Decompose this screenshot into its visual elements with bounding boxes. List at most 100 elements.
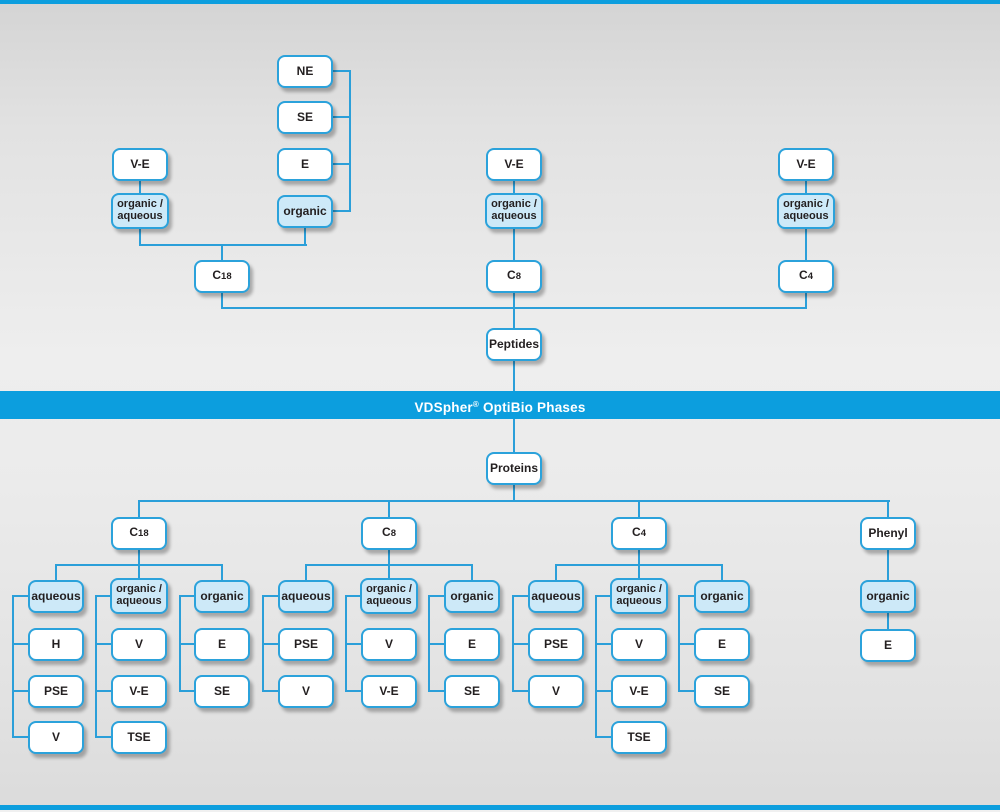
connector-line bbox=[95, 595, 112, 597]
node-v-aq-c8: V bbox=[278, 674, 334, 708]
banner-brand: VDSpher bbox=[414, 400, 473, 415]
node-org-phenyl: organic bbox=[860, 579, 916, 613]
connector-line bbox=[221, 307, 807, 309]
connector-line bbox=[95, 736, 112, 738]
connector-line bbox=[305, 564, 307, 581]
connector-line bbox=[12, 595, 14, 738]
connector-line bbox=[428, 690, 445, 692]
node-orgaq-c18: organic /aqueous bbox=[110, 578, 168, 614]
node-pse-aq-c8: PSE bbox=[278, 627, 334, 661]
connector-line bbox=[345, 690, 362, 692]
connector-line bbox=[513, 229, 515, 260]
node-orgaq-top-c4: organic /aqueous bbox=[777, 193, 835, 229]
connector-line bbox=[12, 690, 29, 692]
node-e-org-c18: E bbox=[194, 627, 250, 661]
connector-line bbox=[555, 564, 557, 581]
connector-line bbox=[95, 690, 112, 692]
node-h-aq-c18: H bbox=[28, 627, 84, 661]
banner-title-rest: OptiBio Phases bbox=[479, 400, 586, 415]
connector-line bbox=[349, 70, 351, 212]
node-ve-orgaq-c4: V-E bbox=[611, 674, 667, 708]
connector-line bbox=[887, 549, 889, 580]
node-c18: C18 bbox=[111, 516, 167, 550]
connector-line bbox=[388, 500, 390, 518]
connector-line bbox=[513, 180, 515, 194]
connector-line bbox=[333, 116, 350, 118]
node-organic-top: organic bbox=[277, 194, 333, 228]
node-se: SE bbox=[277, 100, 333, 134]
node-ve-top-c18: V-E bbox=[112, 147, 168, 181]
connector-line bbox=[221, 244, 223, 261]
connector-line bbox=[179, 643, 195, 645]
banner-optibio-phases: VDSpher® OptiBio Phases bbox=[0, 391, 1000, 419]
bottom-accent-bar bbox=[0, 805, 1000, 810]
connector-line bbox=[262, 690, 279, 692]
connector-line bbox=[305, 564, 473, 566]
node-c4: C4 bbox=[611, 516, 667, 550]
node-aq-c4: aqueous bbox=[528, 579, 584, 613]
connector-line bbox=[595, 595, 612, 597]
node-v-orgaq-c18: V bbox=[111, 627, 167, 661]
node-se-org-c4: SE bbox=[694, 674, 750, 708]
bottom-strip bbox=[0, 810, 1000, 812]
connector-line bbox=[139, 244, 307, 246]
connector-line bbox=[304, 227, 306, 246]
connector-line bbox=[805, 292, 807, 309]
connector-line bbox=[221, 564, 223, 581]
connector-line bbox=[678, 643, 695, 645]
connector-line bbox=[887, 500, 889, 518]
connector-line bbox=[55, 564, 57, 581]
node-org-c18: organic bbox=[194, 579, 250, 613]
node-se-org-c18: SE bbox=[194, 674, 250, 708]
connector-line bbox=[638, 500, 640, 518]
node-ve-orgaq-c18: V-E bbox=[111, 674, 167, 708]
node-ve-orgaq-c8: V-E bbox=[361, 674, 417, 708]
connector-line bbox=[139, 229, 141, 246]
connector-line bbox=[428, 595, 445, 597]
connector-line bbox=[221, 292, 223, 309]
connector-line bbox=[513, 360, 515, 391]
connector-line bbox=[179, 690, 195, 692]
node-ve-top-c8: V-E bbox=[486, 147, 542, 181]
connector-line bbox=[55, 564, 223, 566]
connector-line bbox=[262, 595, 279, 597]
node-v-orgaq-c4: V bbox=[611, 627, 667, 661]
node-v-orgaq-c8: V bbox=[361, 627, 417, 661]
connector-line bbox=[333, 210, 350, 212]
node-org-c8: organic bbox=[444, 579, 500, 613]
node-v-aq-c4: V bbox=[528, 674, 584, 708]
node-c18-top: C18 bbox=[194, 259, 250, 293]
node-aq-c8: aqueous bbox=[278, 579, 334, 613]
connector-line bbox=[678, 595, 695, 597]
connector-line bbox=[345, 595, 362, 597]
connector-line bbox=[12, 595, 29, 597]
node-proteins: Proteins bbox=[486, 451, 542, 485]
connector-line bbox=[595, 736, 612, 738]
node-se-org-c8: SE bbox=[444, 674, 500, 708]
connector-line bbox=[179, 595, 195, 597]
registered-trademark-symbol: ® bbox=[472, 400, 479, 409]
node-e-phenyl: E bbox=[860, 628, 916, 662]
connector-line bbox=[333, 70, 350, 72]
connector-line bbox=[887, 612, 889, 630]
connector-line bbox=[95, 643, 112, 645]
node-orgaq-top-c8: organic /aqueous bbox=[485, 193, 543, 229]
node-tse-orgaq-c4: TSE bbox=[611, 720, 667, 754]
connector-line bbox=[513, 292, 515, 329]
node-tse-orgaq-c18: TSE bbox=[111, 720, 167, 754]
node-c4-top: C4 bbox=[778, 259, 834, 293]
connector-line bbox=[512, 643, 529, 645]
node-e-org-c8: E bbox=[444, 627, 500, 661]
node-orgaq-c8: organic /aqueous bbox=[360, 578, 418, 614]
connector-line bbox=[595, 690, 612, 692]
connector-line bbox=[138, 500, 890, 502]
node-e-top: E bbox=[277, 147, 333, 181]
node-phenyl: Phenyl bbox=[860, 516, 916, 550]
connector-line bbox=[262, 643, 279, 645]
node-aq-c18: aqueous bbox=[28, 579, 84, 613]
node-e-org-c4: E bbox=[694, 627, 750, 661]
connector-line bbox=[595, 595, 597, 738]
node-c8-top: C8 bbox=[486, 259, 542, 293]
node-orgaq-top-c18: organic /aqueous bbox=[111, 193, 169, 229]
connector-line bbox=[471, 564, 473, 581]
